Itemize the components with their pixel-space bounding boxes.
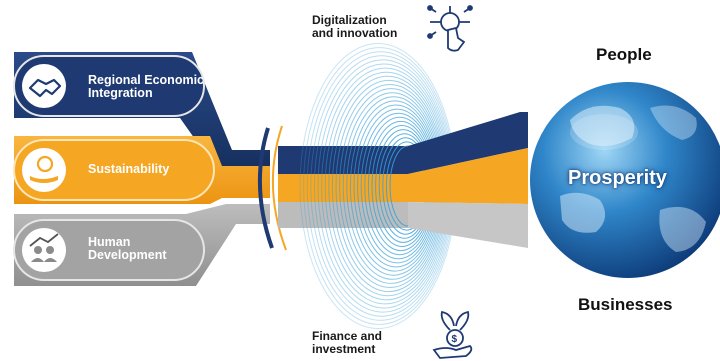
pillar-label-regional: Regional Economic Integration xyxy=(88,73,204,101)
prosperity-title: Prosperity xyxy=(568,167,667,189)
globe-icon xyxy=(530,82,720,278)
businesses-label: Businesses xyxy=(578,295,673,314)
pill-gray xyxy=(13,219,205,281)
enabler-digital-label: Digitalization and innovation xyxy=(312,13,398,40)
expand-gray xyxy=(408,202,528,248)
enabler-finance-label: Finance and investment xyxy=(312,329,383,356)
digital-touch-icon xyxy=(427,5,473,52)
expanding-bands xyxy=(408,112,528,248)
pill-navy xyxy=(13,55,205,117)
people-growth-icon xyxy=(22,228,66,272)
pillar-label-sustainability: Sustainability xyxy=(88,162,170,176)
pill-orange xyxy=(13,139,215,201)
money-plant-icon: $ xyxy=(432,310,473,359)
arc-separators xyxy=(257,125,287,251)
expand-navy xyxy=(408,112,528,174)
people-label: People xyxy=(596,45,652,64)
handshake-icon xyxy=(22,64,66,108)
pillar-pills xyxy=(13,55,215,281)
pillar-label-human: Human Development xyxy=(88,235,167,263)
expand-orange xyxy=(408,148,528,204)
plant-hand-icon xyxy=(22,148,66,192)
svg-text:$: $ xyxy=(452,334,458,345)
